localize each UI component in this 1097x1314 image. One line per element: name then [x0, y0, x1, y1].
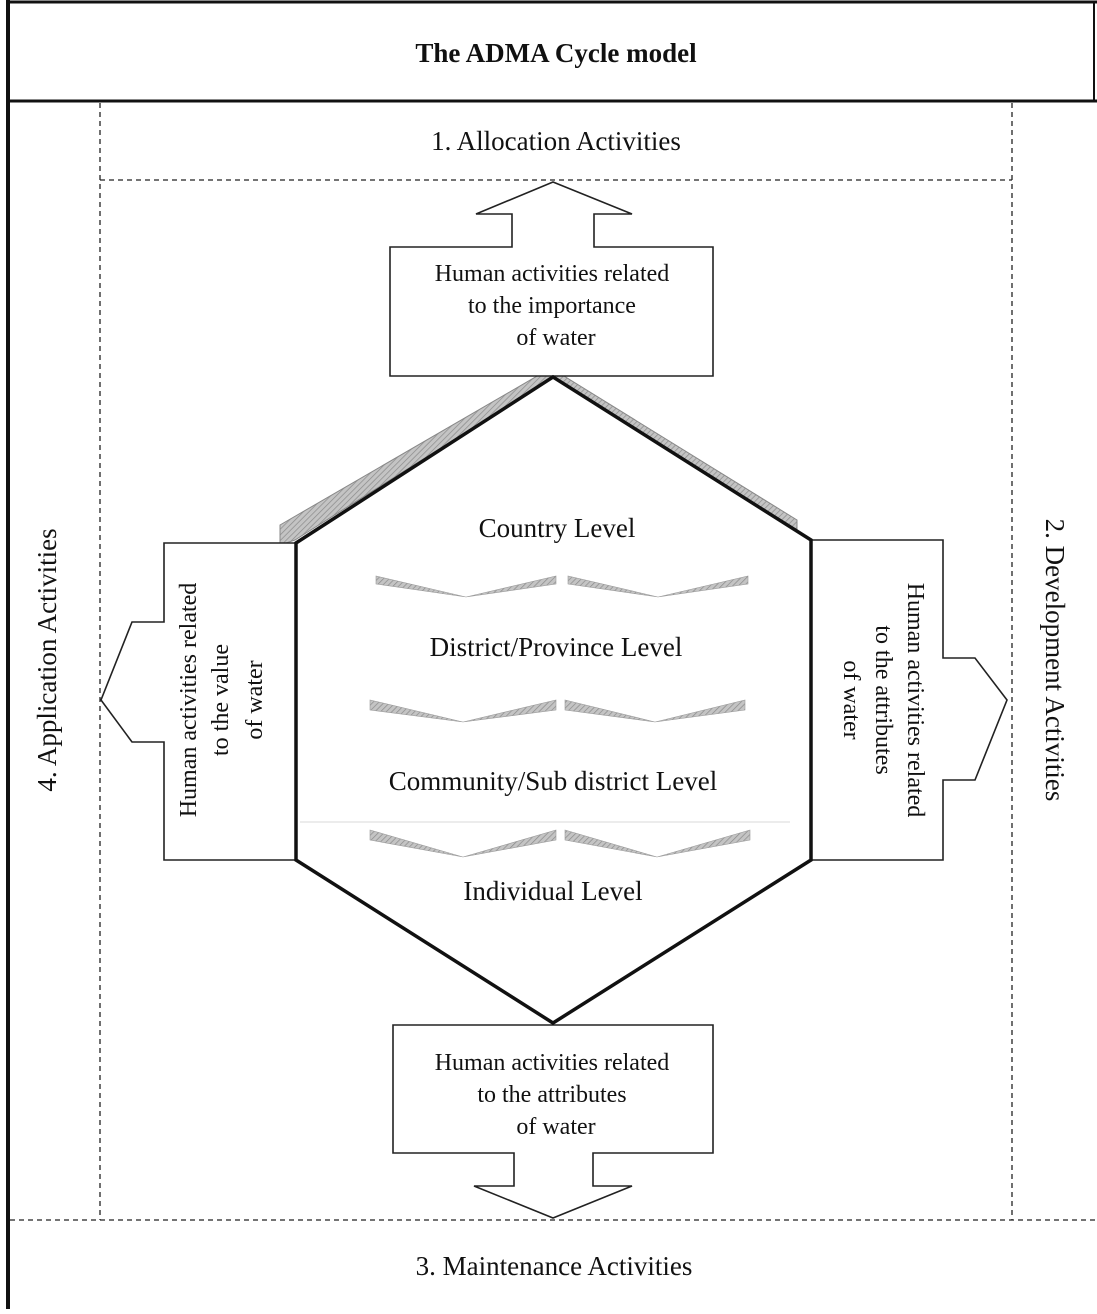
outer-frame: [6, 0, 1097, 1309]
chevron-country-to-district: [567, 575, 749, 598]
right-box-line-1: Human activities related: [902, 583, 928, 818]
top-arrow-box: Human activities related to the importan…: [389, 181, 714, 377]
left-box-line-2: to the value: [208, 644, 234, 756]
bottom-box-line-3: of water: [516, 1114, 595, 1140]
level-hexagon: [294, 374, 813, 1026]
top-box-line-1: Human activities related: [435, 261, 670, 287]
maintenance-activities-label: 3. Maintenance Activities: [416, 1251, 693, 1281]
diagram-title: The ADMA Cycle model: [415, 38, 697, 68]
chevron-district-to-community: [369, 699, 557, 723]
bottom-arrow-box: Human activities related to the attribut…: [392, 1024, 714, 1219]
section-borders: [10, 103, 1097, 1221]
right-box-line-2: to the attributes: [870, 625, 896, 774]
chevron-country-to-district: [375, 575, 557, 598]
level-label-district-province: District/Province Level: [430, 632, 683, 662]
left-box-line-1: Human activities related: [176, 583, 202, 818]
level-label-country: Country Level: [479, 513, 636, 543]
bottom-box-line-2: to the attributes: [477, 1082, 626, 1108]
development-activities-label: 2. Development Activities: [1040, 519, 1070, 802]
level-label-individual: Individual Level: [463, 876, 642, 906]
chevron-community-to-individual: [564, 829, 751, 858]
bottom-box-line-1: Human activities related: [435, 1050, 670, 1076]
chevron-district-to-community: [564, 699, 746, 723]
left-arrow-box: Human activities related to the value of…: [100, 542, 297, 861]
right-box-line-3: of water: [838, 660, 864, 739]
top-box-line-2: to the importance: [468, 293, 636, 319]
chevron-community-to-individual: [369, 829, 557, 858]
level-chevrons: [369, 575, 751, 858]
top-box-line-3: of water: [516, 325, 595, 351]
level-label-community-sub-district: Community/Sub district Level: [389, 766, 717, 796]
right-arrow-box: Human activities related to the attribut…: [810, 539, 1008, 861]
allocation-activities-label: 1. Allocation Activities: [431, 126, 681, 156]
left-box-line-3: of water: [242, 660, 268, 739]
application-activities-label: 4. Application Activities: [32, 528, 62, 791]
